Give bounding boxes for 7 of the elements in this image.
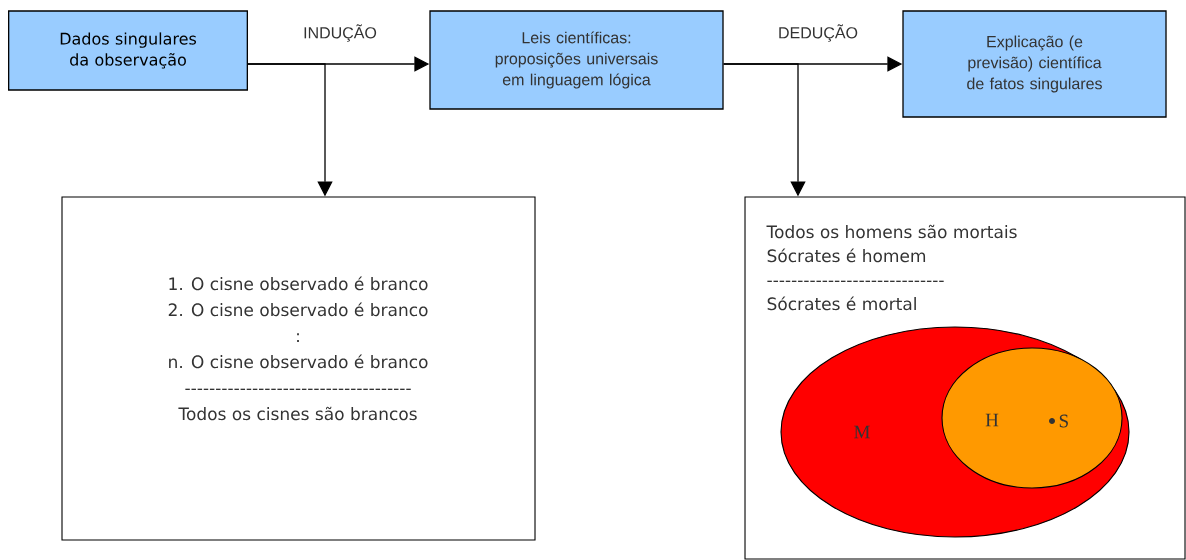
text-box: 1. O cisne observado é branco 2. O cisne observado é branco : n. O cisne observado é branco ------------------------------------- Todos os cisnes são brancos [61,196,536,541]
process-box: Explicação (e previsão) científica de fatos singulares [902,10,1167,118]
edge-label: DEDUÇÃO [779,24,858,42]
point-label: S [1049,414,1068,428]
process-box: Dados singulares da observação [8,10,248,91]
edge-label: INDUÇÃO [304,24,377,42]
process-box: Leis científicas: proposições universais em linguagem lógica [429,10,724,110]
